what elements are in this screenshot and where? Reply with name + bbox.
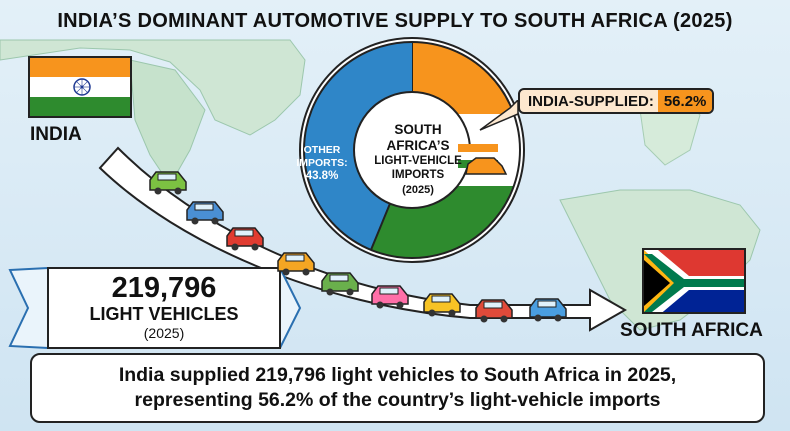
india-flag [28,56,132,118]
car-wheel [480,315,488,323]
asia-landmass [0,39,306,136]
car-icon [277,252,315,276]
south-africa-flag-graphic [644,250,744,312]
car-window [234,229,254,237]
origin-label: INDIA [30,124,82,145]
car-window [431,295,451,303]
pie-center-label: SOUTH AFRICA’S LIGHT-VEHICLE IMPORTS (20… [362,122,474,198]
car-icon [371,285,409,309]
destination-label: SOUTH AFRICA [620,320,763,341]
car-wheel [211,217,219,225]
pie-outline [303,41,521,259]
summary-box: India supplied 219,796 light vehicles to… [30,353,765,423]
center-line-4: IMPORTS [391,169,445,181]
car-wheel [500,315,508,323]
car-convoy [149,171,567,323]
other-line-2: IMPORTS: [296,157,348,169]
india-peninsula [129,59,206,186]
callout-value: 56.2% [657,90,713,112]
page-title: INDIA’S DOMINANT AUTOMOTIVE SUPPLY TO SO… [57,10,733,32]
car-window [483,301,503,309]
car-icon [321,272,359,296]
callout-label: INDIA-SUPPLIED: [528,92,654,110]
car-window [537,300,557,308]
car-wheel [326,288,334,296]
other-imports-label: OTHER IMPORTS: 43.8% [292,144,352,183]
car-wheel [282,268,290,276]
center-line-2: AFRICA’S [386,138,450,153]
car-wheel [191,217,199,225]
stat-card: 219,796 LIGHT VEHICLES (2025) [48,268,280,348]
india-share-callout: INDIA-SUPPLIED: 56.2% [518,88,715,114]
summary-line-2: representing 56.2% of the country’s ligh… [134,389,661,411]
car-wheel [376,301,384,309]
car-wheel [554,314,562,322]
car-wheel [396,301,404,309]
center-line-5: (2025) [402,184,434,196]
center-flag-band [458,152,498,160]
car-icon [226,227,264,251]
center-line-1: SOUTH [394,122,442,137]
car-wheel [428,309,436,317]
car-wheel [534,314,542,322]
stat-number: 219,796 [111,272,217,304]
car-wheel [251,243,259,251]
car-icon [423,293,461,317]
car-window [379,287,399,295]
ashoka-chakra-icon [73,78,91,97]
car-window [157,173,177,181]
car-wheel [448,309,456,317]
other-line-3: 43.8% [305,170,339,182]
car-window [194,203,214,211]
car-icon [529,298,567,322]
other-line-1: OTHER [303,144,341,156]
center-line-3: LIGHT-VEHICLE [374,155,462,167]
car-icon [149,171,187,195]
car-wheel [346,288,354,296]
car-wheel [302,268,310,276]
car-wheel [174,187,182,195]
south-africa-flag [642,248,746,314]
stat-year: (2025) [143,325,185,341]
summary-line-1: India supplied 219,796 light vehicles to… [118,364,677,386]
car-icon [475,299,513,323]
center-car-icon [465,157,508,175]
car-window [285,254,305,262]
car-window [329,274,349,282]
car-wheel [231,243,239,251]
pie-chart [299,37,525,263]
stat-label: LIGHT VEHICLES [89,304,239,324]
center-flag-band [458,144,498,152]
car-wheel [154,187,162,195]
car-icon [186,201,224,225]
